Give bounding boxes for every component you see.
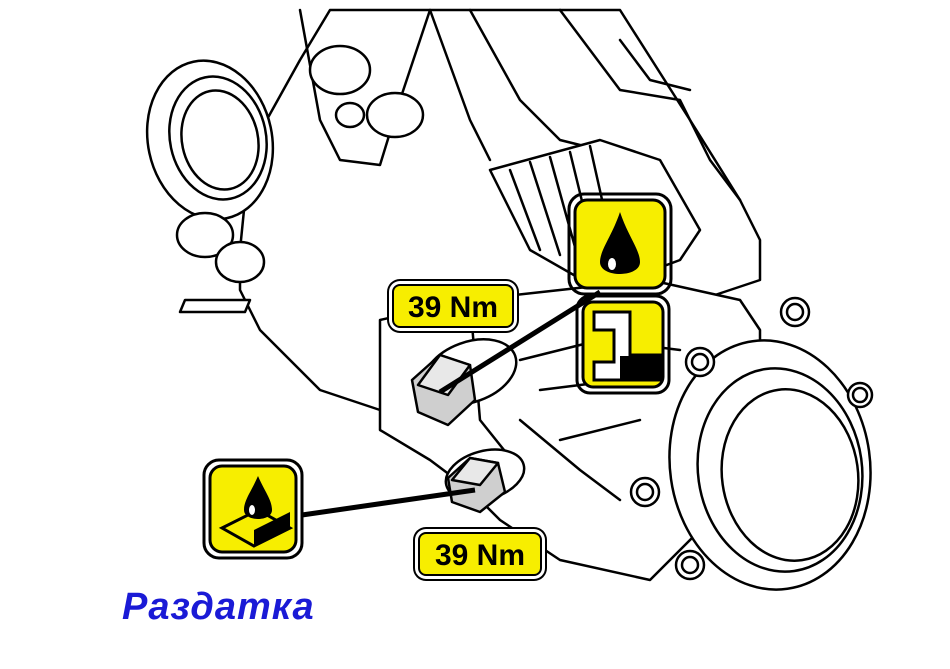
torque-label-drain-plug: 39 Nm [418,532,542,576]
drain-plug [444,448,526,514]
flange-bolts [629,296,874,581]
torque-label-fill-plug: 39 Nm [392,284,514,328]
oil-drop-icon [567,192,673,296]
oil-level-icon [575,294,671,395]
leader-line-fill [438,289,602,395]
oil-drain-icon [202,458,304,560]
leader-line-drain [301,487,476,518]
output-flange-bore [720,388,860,562]
diagram-caption: Раздатка [122,586,315,628]
